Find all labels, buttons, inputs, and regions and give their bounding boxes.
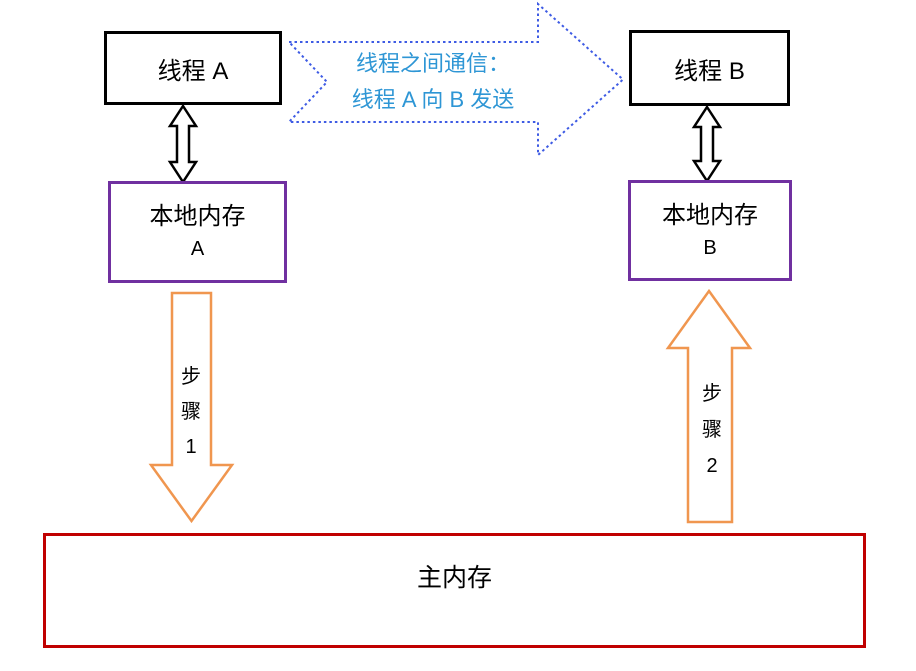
local-memory-a-suffix: A: [190, 238, 205, 260]
main-memory-box: 主内存: [43, 533, 866, 648]
thread-a-box: 线程 A: [104, 31, 282, 105]
local-memory-a-box: 本地内存 A: [108, 181, 287, 283]
local-memory-a-title: 本地内存: [149, 203, 246, 230]
thread-a-label: 线程 A: [157, 57, 229, 85]
step2-arrow-shape: [665, 288, 753, 524]
communication-text-line2: 线程 A 向 B 发送: [351, 87, 515, 112]
thread-b-box: 线程 B: [629, 30, 790, 106]
step2-char-3: 2: [706, 455, 718, 477]
step2-char-2: 骤: [702, 419, 722, 441]
double-arrow-b-shape: [691, 104, 723, 184]
communication-arrow-shape: [286, 1, 625, 158]
thread-b-label: 线程 B: [674, 57, 745, 85]
step1-char-2: 骤: [181, 401, 201, 423]
step2-char-1: 步: [702, 383, 722, 405]
communication-text-line1: 线程之间通信：: [355, 51, 510, 76]
local-memory-b-box: 本地内存 B: [628, 180, 792, 281]
step2-label: 步 骤 2: [697, 376, 727, 484]
local-memory-b-suffix: B: [703, 236, 717, 259]
step1-char-1: 步: [181, 366, 201, 388]
step1-char-3: 1: [185, 436, 197, 458]
local-memory-b-title: 本地内存: [662, 201, 758, 229]
main-memory-label: 主内存: [416, 564, 492, 592]
step1-label: 步 骤 1: [176, 360, 206, 465]
double-arrow-a-shape: [167, 103, 199, 185]
step1-arrow-shape: [148, 291, 235, 524]
